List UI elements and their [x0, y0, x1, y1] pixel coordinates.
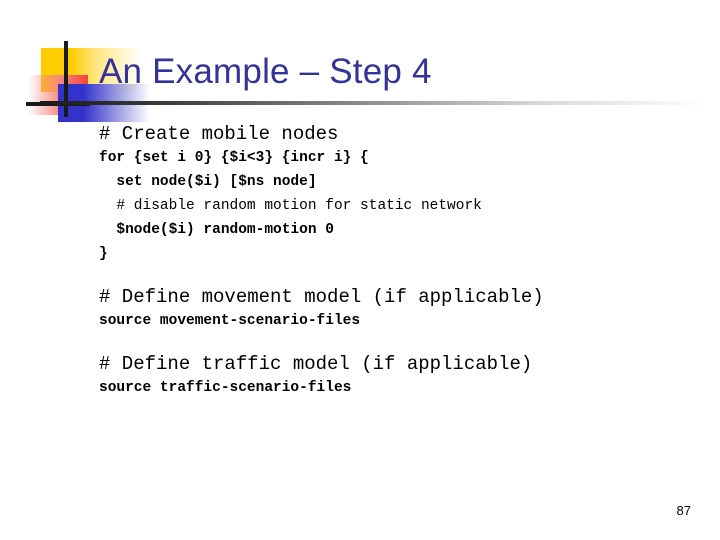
code-block: # Define traffic model (if applicable) s…: [99, 352, 699, 400]
code-line: # Define movement model (if applicable): [99, 286, 544, 308]
code-line: # disable random motion for static netwo…: [99, 198, 482, 214]
code-line: for {set i 0} {$i<3} {incr i} {: [99, 150, 369, 166]
vertical-rule-icon: [64, 41, 68, 117]
page-number: 87: [676, 503, 691, 518]
code-body: # Create mobile nodes for {set i 0} {$i<…: [99, 122, 699, 400]
code-line: # Define traffic model (if applicable): [99, 353, 533, 375]
code-block: # Create mobile nodes for {set i 0} {$i<…: [99, 122, 699, 266]
code-line: set node($i) [$ns node]: [99, 174, 317, 190]
code-line: # Create mobile nodes: [99, 123, 339, 145]
code-line: }: [99, 246, 108, 262]
code-line: source traffic-scenario-files: [99, 380, 352, 396]
title-underline-rule: [40, 101, 708, 105]
code-line: $node($i) random-motion 0: [99, 222, 334, 238]
block-spacer: [99, 266, 699, 285]
code-line: source movement-scenario-files: [99, 313, 361, 329]
code-block: # Define movement model (if applicable) …: [99, 285, 699, 333]
red-square-icon: [28, 75, 88, 115]
page-title: An Example – Step 4: [99, 52, 432, 91]
block-spacer: [99, 333, 699, 352]
